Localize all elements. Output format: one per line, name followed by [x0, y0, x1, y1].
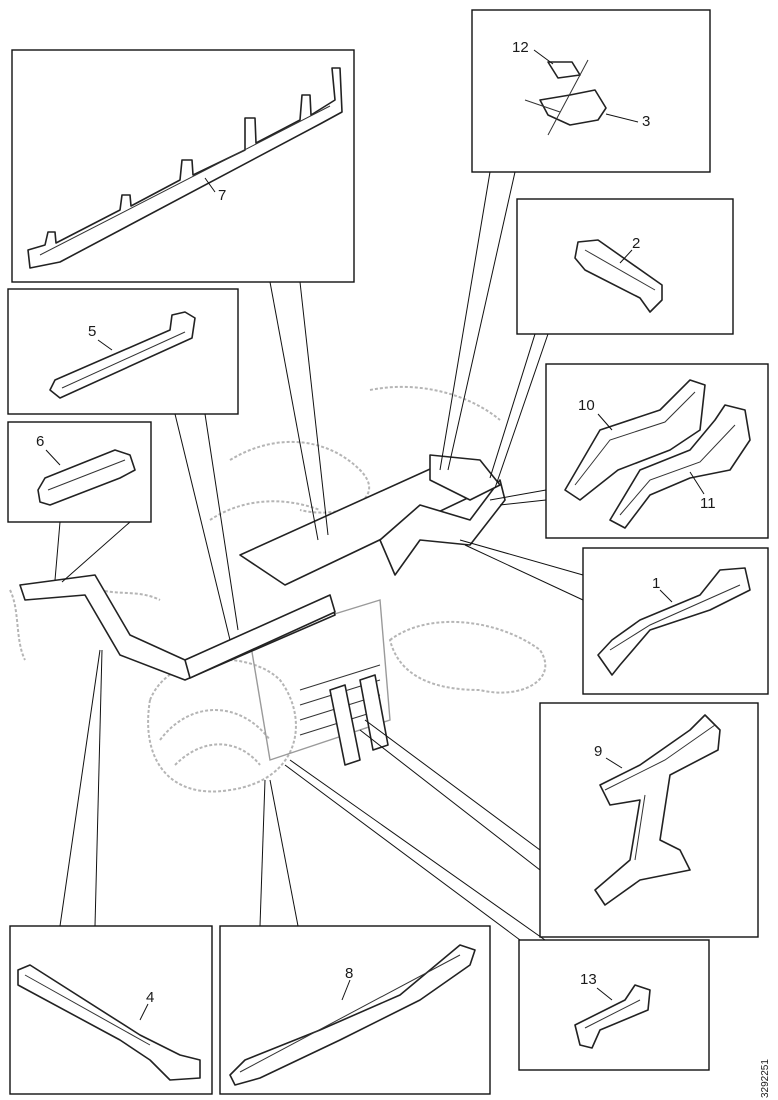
- callout-box-9: 9: [539, 702, 759, 938]
- callout-box-6: 6: [7, 421, 152, 523]
- callout-box-1: 1: [582, 547, 769, 695]
- callout-4: 4: [146, 989, 154, 1006]
- callout-8: 8: [345, 965, 353, 982]
- callout-11: 11: [700, 495, 716, 512]
- leader-lines: [54, 171, 584, 941]
- callout-5: 5: [88, 323, 96, 340]
- callout-box-8: 8: [219, 925, 491, 1095]
- callout-13: 13: [580, 971, 597, 988]
- callout-box-10-11: 10 11: [545, 363, 769, 539]
- callout-box-12-3: 12 3: [471, 9, 711, 173]
- callout-box-13: 13: [518, 939, 710, 1071]
- callout-box-4: 4: [9, 925, 213, 1095]
- callout-12: 12: [512, 39, 529, 56]
- figure-number: 3292251: [760, 1059, 771, 1098]
- callout-3: 3: [642, 113, 650, 130]
- callout-2: 2: [632, 235, 640, 252]
- callout-box-2: 2: [516, 198, 734, 335]
- callout-6: 6: [36, 433, 44, 450]
- central-assembly: [9, 385, 547, 793]
- callout-7: 7: [218, 187, 226, 204]
- callout-box-7: 7: [11, 49, 355, 283]
- callout-9: 9: [594, 743, 602, 760]
- callout-1: 1: [652, 575, 660, 592]
- callout-box-5: 5: [7, 288, 239, 415]
- callout-10: 10: [578, 397, 595, 414]
